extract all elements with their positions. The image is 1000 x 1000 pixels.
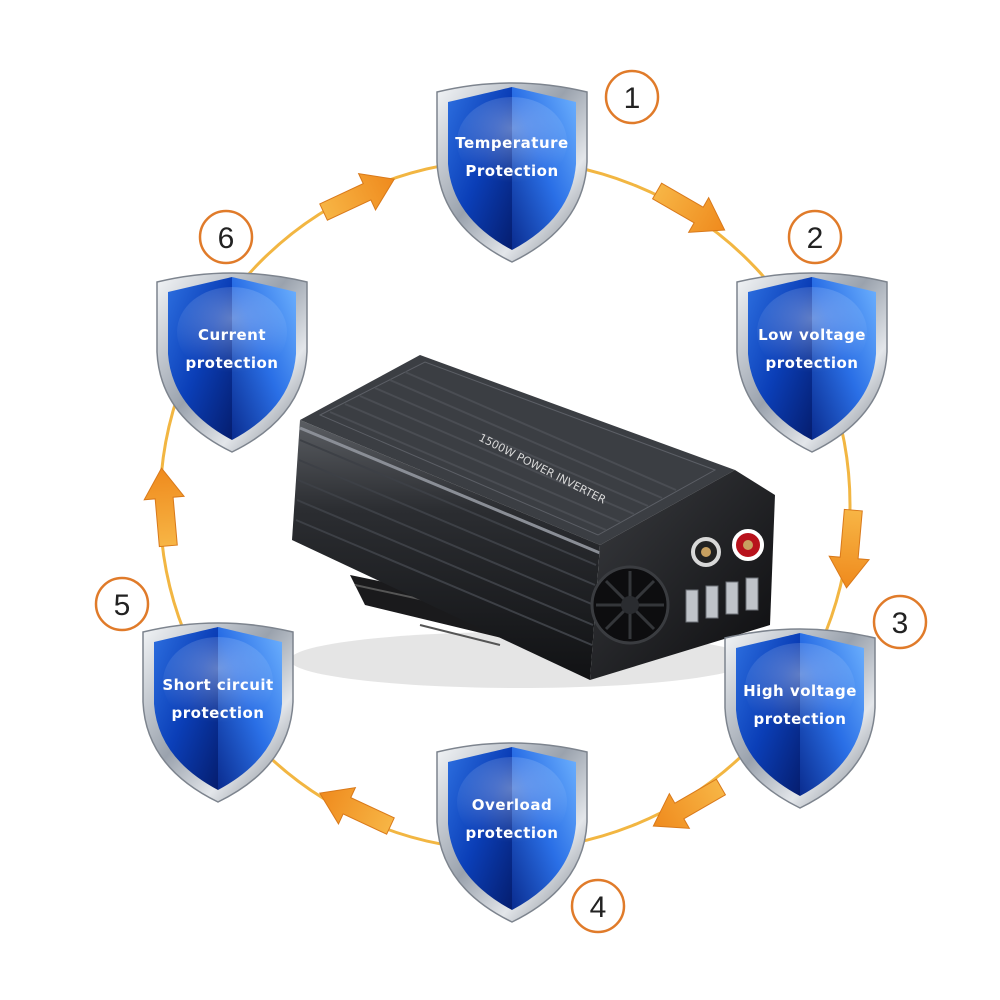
badge-2-number: 2 xyxy=(807,222,824,255)
badge-6-number: 6 xyxy=(218,222,235,255)
shield-4-line2: protection xyxy=(466,824,559,842)
badge-4-number: 4 xyxy=(590,891,607,924)
arrow-3-to-4 xyxy=(642,769,732,844)
shield-3-line1: High voltage xyxy=(743,682,857,700)
shield-low-voltage-protection: Low voltage protection xyxy=(736,272,888,453)
arrow-4-to-5 xyxy=(310,774,400,845)
arrow-5-to-6 xyxy=(141,465,189,549)
arrow-6-to-1 xyxy=(314,160,404,231)
shield-high-voltage-protection: High voltage protection xyxy=(724,628,876,809)
shield-2-line1: Low voltage xyxy=(758,326,866,344)
shield-2-line2: protection xyxy=(766,354,859,372)
shield-6-line1: Current xyxy=(198,326,266,344)
power-inverter-image: 1500W POWER INVERTER xyxy=(290,355,775,688)
badge-3-number: 3 xyxy=(892,607,909,640)
badge-3: 3 xyxy=(872,594,928,650)
badge-2: 2 xyxy=(787,209,843,265)
shield-5-line2: protection xyxy=(172,704,265,722)
shield-overload-protection: Overload protection xyxy=(436,742,588,923)
shield-current-protection: Current protection xyxy=(156,272,308,453)
badge-1-number: 1 xyxy=(624,82,641,115)
shield-4-line1: Overload xyxy=(472,796,552,814)
arrow-2-to-3 xyxy=(826,507,874,591)
shield-1-line2: Protection xyxy=(465,162,558,180)
badge-5-number: 5 xyxy=(114,589,131,622)
badge-4: 4 xyxy=(570,878,626,934)
shield-5-line1: Short circuit xyxy=(162,676,273,694)
shield-temperature-protection: Temperature Protection xyxy=(436,82,588,263)
shield-short-circuit-protection: Short circuit protection xyxy=(142,622,294,803)
badge-1: 1 xyxy=(604,69,660,125)
badge-6: 6 xyxy=(198,209,254,265)
shield-6-line2: protection xyxy=(186,354,279,372)
shield-1-line1: Temperature xyxy=(455,134,568,152)
shield-3-line2: protection xyxy=(754,710,847,728)
badge-5: 5 xyxy=(94,576,150,632)
